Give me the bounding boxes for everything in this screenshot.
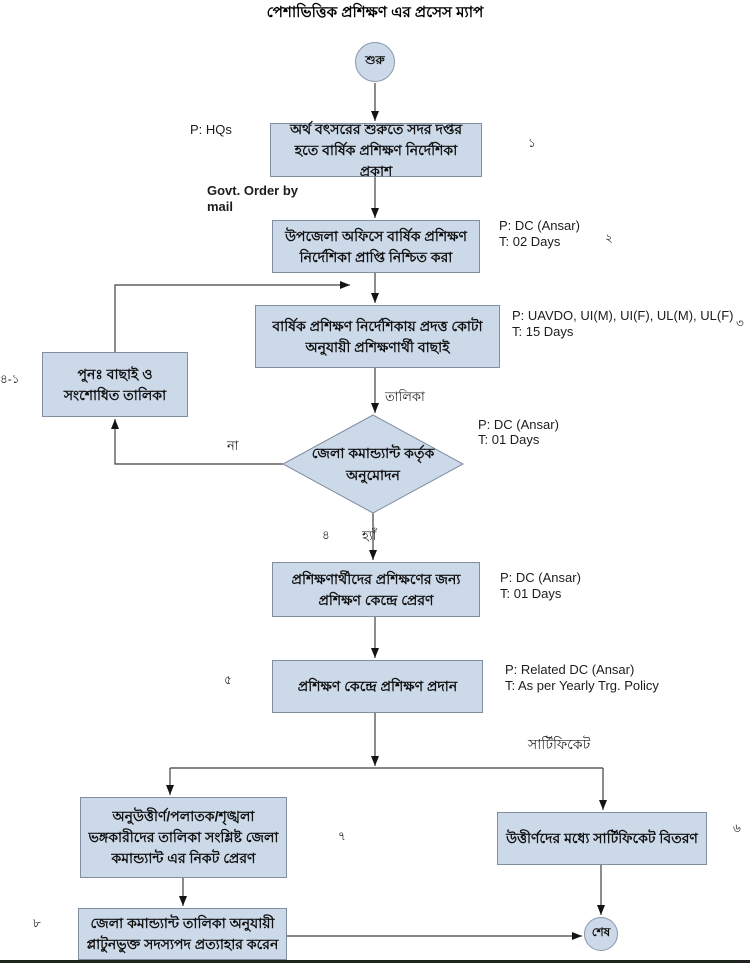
annotation-step5-performer: P: Related DC (Ansar) [505, 662, 635, 677]
edge-label-no: না [227, 438, 239, 453]
edge-label-list: তালিকা [385, 389, 425, 404]
edge-label-certificate: সার্টিফিকেট [528, 736, 591, 752]
annotation-step4-time: T: 01 Days [500, 586, 562, 601]
node-step7-failed-list: অনুউত্তীর্ণ/পলাতক/শৃঙ্খলা ভঙ্গকারীদের তা… [80, 797, 287, 878]
node-step4-send-to-center: প্রশিক্ষণার্থীদের প্রশিক্ষণের জন্য প্রশি… [272, 562, 480, 617]
node-step1-publish-directive: অর্থ বৎসরের শুরুতে সদর দপ্তর হতে বার্ষিক… [270, 121, 482, 179]
node-step3-select-trainees: বার্ষিক প্রশিক্ষণ নির্দেশিকায় প্রদত্ত ক… [255, 305, 500, 368]
annotation-decision-performer: P: DC (Ansar) [478, 417, 559, 432]
annotation-step5-time: T: As per Yearly Trg. Policy [505, 678, 659, 693]
annotation-decision-time: T: 01 Days [478, 432, 540, 447]
annotation-govt-order-line1: Govt. Order by [207, 183, 299, 198]
step-number-7: ৭ [338, 829, 346, 843]
start-label: শুরু [365, 53, 385, 67]
annotation-step2-performer: P: DC (Ansar) [499, 218, 580, 233]
node-step8-withdraw-membership: জেলা কমান্ড্যান্ট তালিকা অনুযায়ী প্লাটু… [78, 908, 287, 960]
annotation-step4-performer: P: DC (Ansar) [500, 570, 581, 585]
node-rework-revised-list: পুনঃ বাছাই ও সংশোধিত তালিকা [42, 352, 188, 417]
node-step2-confirm-receipt: উপজেলা অফিসে বার্ষিক প্রশিক্ষণ নির্দেশিক… [272, 220, 480, 273]
step-number-3: ৩ [736, 316, 744, 330]
step-number-4-1: ৪-১ [0, 372, 20, 386]
step-number-1: ১ [528, 136, 536, 150]
annotation-step2-time: T: 02 Days [499, 234, 561, 249]
step-number-8: ৮ [33, 916, 41, 930]
decision-diamond-shape [281, 414, 465, 514]
node-step6-distribute-certificates: উত্তীর্ণদের মধ্যে সার্টিফিকেট বিতরণ [497, 812, 707, 865]
annotation-step3-time: T: 15 Days [512, 324, 574, 339]
page-title: পেশাভিত্তিক প্রশিক্ষণ এর প্রসেস ম্যাপ [266, 4, 484, 21]
step-number-5: ৫ [224, 673, 232, 687]
edge-label-yes: হ্যাঁ [362, 528, 377, 543]
annotation-govt-order-line2: mail [207, 199, 234, 214]
annotation-step3-performer: P: UAVDO, UI(M), UI(F), UL(M), UL(F) [512, 308, 734, 323]
end-label: শেষ [591, 925, 611, 939]
node-step5-provide-training: প্রশিক্ষণ কেন্দ্রে প্রশিক্ষণ প্রদান [272, 660, 483, 713]
step-number-6: ৬ [733, 821, 741, 835]
end-terminal: শেষ [584, 917, 618, 951]
annotation-step1-performer: P: HQs [190, 122, 232, 137]
step-number-2: ২ [605, 231, 613, 245]
step-number-4: ৪ [322, 528, 330, 542]
page-bottom-edge [0, 960, 750, 963]
start-terminal: শুরু [355, 42, 395, 82]
